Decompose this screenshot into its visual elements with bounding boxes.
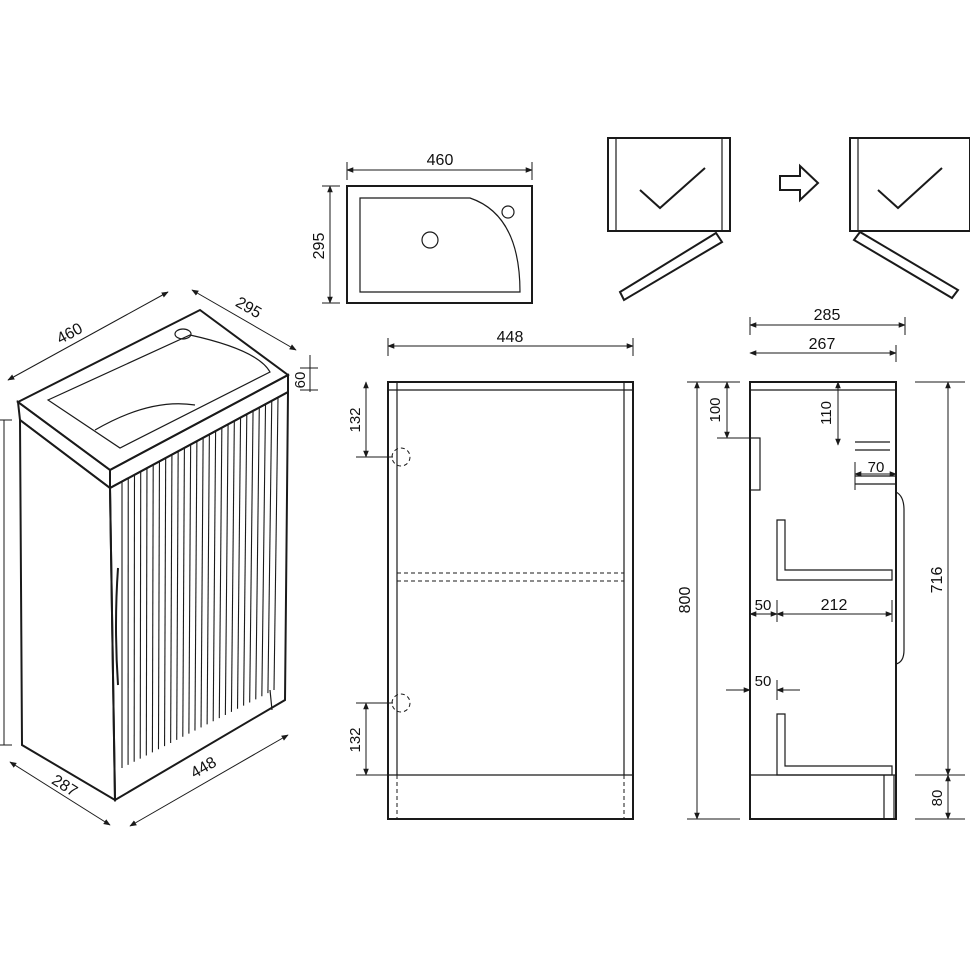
right-arrow-icon	[779, 163, 820, 203]
door-handle	[115, 567, 119, 686]
open-door-panel-left	[618, 231, 724, 302]
door-swing-diagram-right	[849, 137, 970, 300]
flute-line	[243, 414, 248, 706]
hinge-bottom	[391, 693, 411, 713]
cabinet-front-face	[108, 390, 290, 802]
basin-top-view: 460 295	[311, 152, 533, 304]
dim-label-50-upper: 50	[755, 597, 772, 614]
dim-label-448-perspective: 448	[188, 754, 220, 782]
dim-label-80: 80	[929, 790, 946, 807]
dim-label-460-top: 460	[427, 152, 454, 169]
dim-label-212: 212	[821, 597, 848, 614]
flute-line	[230, 421, 235, 712]
tap-hole-top	[501, 205, 515, 219]
dim-label-285: 285	[814, 307, 841, 324]
door-box-left	[607, 137, 731, 232]
check-icon-right	[877, 167, 943, 210]
flute-line	[170, 455, 173, 744]
door-box-right	[849, 137, 970, 232]
check-icon	[639, 167, 706, 210]
flute-line	[267, 401, 273, 694]
outlet-pipe	[855, 475, 896, 485]
dim-label-295-top: 295	[311, 233, 328, 260]
door-swing-diagram-left	[607, 137, 731, 302]
dim-label-295-perspective: 295	[232, 294, 264, 322]
dim-label-110: 110	[818, 401, 835, 425]
flute-line	[157, 461, 160, 750]
flute-line	[249, 411, 254, 703]
flute-line	[206, 434, 210, 725]
flute-line	[218, 428, 223, 719]
dim-label-132-bottom: 132	[347, 727, 364, 752]
dim-label-448-front: 448	[497, 329, 524, 346]
side-handle	[895, 491, 905, 665]
flute-line	[224, 424, 229, 715]
flute-line	[212, 431, 217, 722]
hinge-top	[391, 447, 411, 467]
flute-line	[273, 397, 279, 691]
dim-label-267: 267	[809, 336, 836, 353]
dim-line-287	[9, 761, 111, 826]
flute-line	[236, 418, 242, 709]
dim-label-460-perspective: 460	[54, 320, 86, 348]
arrow-shape	[779, 163, 820, 203]
dim-line-295	[191, 289, 297, 351]
side-back-panel	[749, 437, 761, 491]
dim-line-448-perspective	[129, 734, 289, 827]
side-view: 285 267 100 110 70 50 212 50 716 80	[707, 307, 965, 820]
basin-bowl-outline	[359, 197, 521, 293]
dim-label-132-top: 132	[347, 407, 364, 432]
basin-front-face	[109, 373, 289, 490]
tap-hole	[174, 328, 192, 340]
shelf-bracket-lower	[776, 713, 893, 776]
shelf-bracket-upper	[776, 519, 893, 581]
dim-label-100: 100	[707, 397, 724, 422]
side-outline	[749, 381, 897, 820]
basin-left-face	[16, 399, 111, 491]
flute-line	[176, 451, 179, 740]
flute-line	[188, 445, 192, 734]
flute-line	[194, 441, 198, 731]
front-outline	[387, 381, 634, 820]
dim-label-70: 70	[868, 459, 885, 476]
perspective-view: 460 295 60 287 448	[0, 289, 318, 827]
dim-line-460	[7, 291, 169, 381]
dim-label-800: 800	[677, 587, 694, 614]
dim-label-716: 716	[929, 567, 946, 594]
dim-label-50-lower: 50	[755, 673, 772, 690]
flute-line	[261, 404, 267, 697]
fluted-door	[121, 397, 279, 768]
basin-outline	[346, 185, 533, 304]
waste-pipe	[855, 441, 890, 451]
cabinet-side-face	[18, 417, 117, 802]
flute-line	[182, 448, 185, 737]
open-door-panel-right	[852, 230, 960, 300]
flute-line	[145, 468, 148, 756]
flute-line	[255, 408, 260, 700]
flute-line	[200, 438, 204, 728]
flute-line	[164, 458, 167, 747]
dim-label-60: 60	[292, 372, 309, 389]
front-view: 448 132 132 800	[347, 329, 740, 820]
drain-hole	[421, 231, 439, 249]
basin-curve	[94, 403, 196, 431]
basin-bowl	[46, 334, 271, 449]
flute-line	[151, 465, 154, 753]
plinth-edge	[269, 689, 273, 711]
